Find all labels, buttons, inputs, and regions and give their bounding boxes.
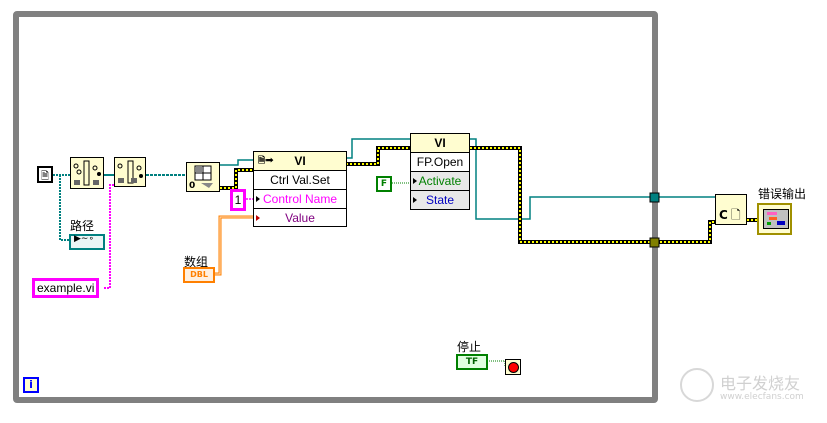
stop-label: 停止 [457,340,482,354]
array-label: 数组 [184,255,209,269]
current-vi-path-node[interactable]: 🗎 [37,166,53,183]
path-icon: ▶∼∘ [74,234,95,244]
close-reference-node[interactable]: C 🗋 [715,194,747,225]
vi-class-header: VI [411,134,469,153]
document-icon: 🗋 [731,208,741,222]
param-control-name[interactable]: Control Name [254,190,346,209]
param-activate[interactable]: Activate [411,172,469,191]
open-vi-ref-icon: 0 [189,165,213,191]
iteration-terminal: i [23,377,39,393]
while-loop-frame[interactable] [13,11,658,403]
build-path-icon [117,160,143,184]
watermark-logo-icon [680,368,714,402]
path-wire-branch [59,175,70,241]
strip-path-node-1[interactable] [70,157,104,189]
loop-condition-terminal[interactable] [505,359,521,375]
watermark-url: www.elecfans.com [720,392,804,402]
vi-name-constant[interactable]: example.vi [32,278,100,298]
open-vi-reference-node[interactable]: 0 [186,162,220,192]
dbl-wire [215,215,256,276]
document-icon: 🗎 [41,171,50,182]
refnum-wire-3 [470,138,715,220]
refnum-wire-2 [346,138,411,159]
param-state[interactable]: State [411,191,469,209]
method-name: Ctrl Val.Set [254,171,346,190]
ctrl-val-set-node[interactable]: VI🗎➟ Ctrl Val.Set Control Name Value [253,151,347,227]
watermark-title: 电子发烧友 [720,374,801,393]
vi-class-header: VI🗎➟ [254,152,346,171]
string-wire [104,184,116,289]
build-path-node[interactable] [114,157,146,187]
fp-open-node[interactable]: VI FP.Open Activate State [410,133,470,210]
stop-button-control[interactable]: TF [456,354,488,370]
refnum-tunnel [649,192,660,203]
error-tunnel [649,237,660,248]
dbl-array-control[interactable]: DBL [183,267,215,283]
stop-icon [508,362,519,373]
strip-path-icon [73,160,101,186]
error-wire-3 [470,146,716,244]
error-cluster-icon [763,209,789,229]
path-indicator[interactable]: ▶∼∘ [69,234,105,250]
path-label: 路径 [70,219,95,233]
activate-false-constant[interactable]: F [376,176,392,192]
svg-text:0: 0 [189,181,195,191]
refnum-wire [220,159,254,166]
stop-wire [487,360,506,367]
close-ref-icon: C [719,208,728,222]
method-name: FP.Open [411,153,469,172]
error-out-indicator[interactable] [757,203,792,235]
error-out-label: 错误输出 [758,187,807,201]
index-constant[interactable]: 1 [230,189,246,211]
param-value[interactable]: Value [254,209,346,227]
